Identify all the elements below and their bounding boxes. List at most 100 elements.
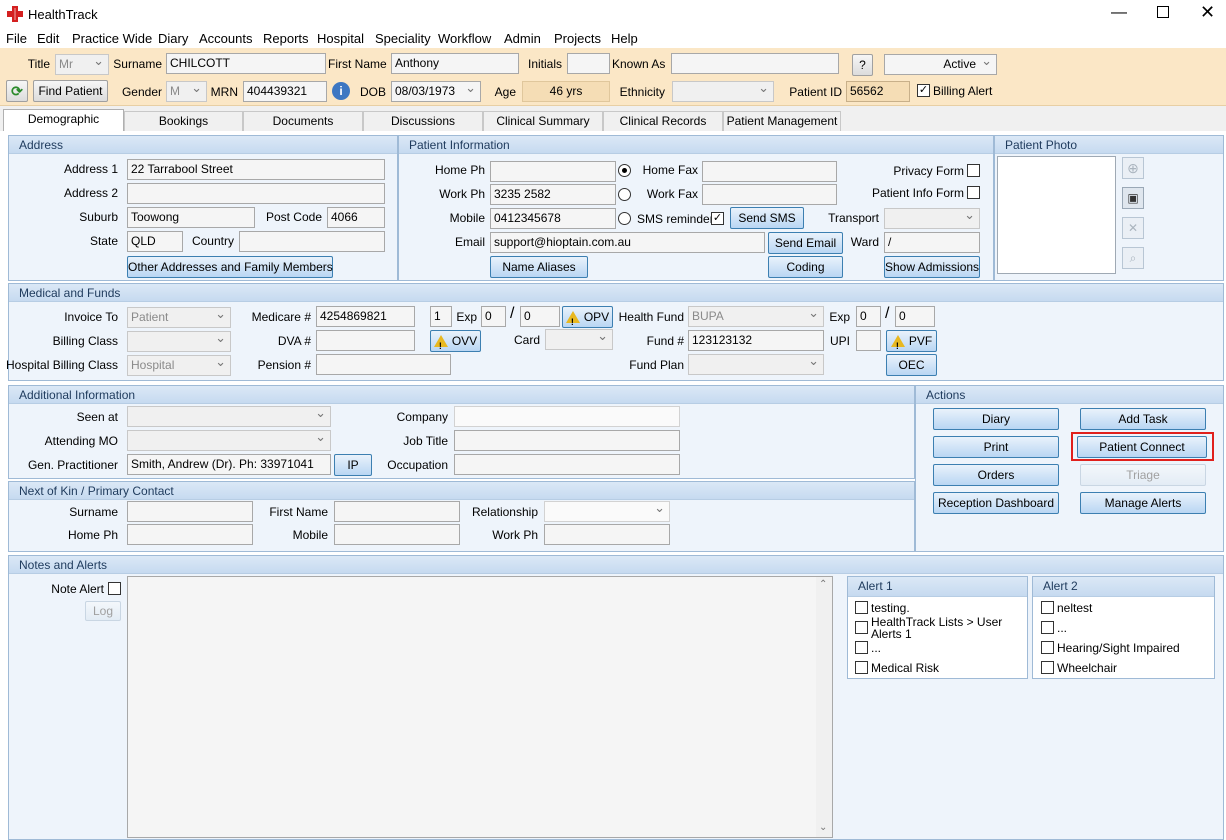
- mobile-input[interactable]: 0412345678: [490, 208, 616, 229]
- tab-clinical-records[interactable]: Clinical Records: [603, 111, 723, 131]
- work-ph-input[interactable]: 3235 2582: [490, 184, 616, 205]
- attending-mo-select[interactable]: [127, 430, 331, 451]
- mobile-radio[interactable]: [618, 212, 631, 225]
- email-input[interactable]: support@hioptain.com.au: [490, 232, 765, 253]
- ip-button[interactable]: IP: [334, 454, 372, 476]
- reception-dashboard-button[interactable]: Reception Dashboard: [933, 492, 1059, 514]
- job-title-input[interactable]: [454, 430, 680, 451]
- menu-edit[interactable]: Edit: [37, 31, 60, 46]
- postcode-input[interactable]: 4066: [327, 207, 385, 228]
- nok-work-ph-input[interactable]: [544, 524, 670, 545]
- medicare-input[interactable]: 4254869821: [316, 306, 415, 327]
- alert1-checkbox[interactable]: [855, 661, 868, 674]
- title-select[interactable]: Mr: [55, 54, 109, 75]
- menu-admin[interactable]: Admin: [504, 31, 541, 46]
- send-email-button[interactable]: Send Email: [768, 232, 843, 254]
- status-select[interactable]: Active: [884, 54, 997, 75]
- invoice-to-select[interactable]: Patient: [127, 307, 231, 328]
- health-fund-select[interactable]: BUPA: [688, 306, 824, 327]
- find-patient-button[interactable]: Find Patient: [33, 80, 108, 102]
- menu-speciality[interactable]: Speciality: [375, 31, 431, 46]
- occupation-input[interactable]: [454, 454, 680, 475]
- seen-at-select[interactable]: [127, 406, 331, 427]
- tab-patient-management[interactable]: Patient Management: [723, 111, 841, 131]
- menu-help[interactable]: Help: [611, 31, 638, 46]
- coding-button[interactable]: Coding: [768, 256, 843, 278]
- menu-reports[interactable]: Reports: [263, 31, 309, 46]
- fund-plan-select[interactable]: [688, 354, 824, 375]
- medicare-exp-year[interactable]: 0: [520, 306, 560, 327]
- home-fax-input[interactable]: [702, 161, 837, 182]
- country-input[interactable]: [239, 231, 385, 252]
- info-icon[interactable]: i: [332, 82, 350, 100]
- gp-input[interactable]: Smith, Andrew (Dr). Ph: 33971041: [127, 454, 331, 475]
- state-input[interactable]: QLD: [127, 231, 183, 252]
- mrn-input[interactable]: 404439321: [243, 81, 327, 102]
- surname-input[interactable]: CHILCOTT: [166, 53, 326, 74]
- oec-button[interactable]: OEC: [886, 354, 937, 376]
- menu-diary[interactable]: Diary: [158, 31, 189, 46]
- delete-photo-icon[interactable]: ✕: [1122, 217, 1144, 239]
- refresh-button[interactable]: ⟳: [6, 80, 28, 102]
- send-sms-button[interactable]: Send SMS: [730, 207, 804, 229]
- billing-class-select[interactable]: [127, 331, 231, 352]
- tab-bookings[interactable]: Bookings: [124, 111, 243, 131]
- work-fax-input[interactable]: [702, 184, 837, 205]
- fund-exp-year[interactable]: 0: [895, 306, 935, 327]
- medicare-irn-input[interactable]: 1: [430, 306, 452, 327]
- nok-surname-input[interactable]: [127, 501, 253, 522]
- notes-scrollbar[interactable]: [816, 577, 832, 837]
- dob-input[interactable]: 08/03/1973: [391, 81, 481, 102]
- menu-file[interactable]: File: [6, 31, 27, 46]
- minimize-icon[interactable]: —: [1111, 4, 1127, 21]
- gender-select[interactable]: M: [166, 81, 207, 102]
- note-alert-checkbox[interactable]: [108, 582, 121, 595]
- hospital-billing-class-select[interactable]: Hospital: [127, 355, 231, 376]
- manage-alerts-button[interactable]: Manage Alerts: [1080, 492, 1206, 514]
- help-button[interactable]: ?: [852, 54, 873, 76]
- company-input[interactable]: [454, 406, 680, 427]
- camera-icon[interactable]: ▣: [1122, 187, 1144, 209]
- alert1-checkbox[interactable]: [855, 601, 868, 614]
- zoom-photo-icon[interactable]: ⌕: [1122, 247, 1144, 269]
- tab-demographic[interactable]: Demographic: [3, 109, 124, 132]
- ward-input[interactable]: /: [884, 232, 980, 253]
- first-name-input[interactable]: Anthony: [391, 53, 519, 74]
- dva-input[interactable]: [316, 330, 415, 351]
- add-task-button[interactable]: Add Task: [1080, 408, 1206, 430]
- show-admissions-button[interactable]: Show Admissions: [884, 256, 980, 278]
- menu-projects[interactable]: Projects: [554, 31, 601, 46]
- menu-hospital[interactable]: Hospital: [317, 31, 364, 46]
- notes-textarea[interactable]: [127, 576, 833, 838]
- menu-accounts[interactable]: Accounts: [199, 31, 253, 46]
- known-as-input[interactable]: [671, 53, 839, 74]
- nok-mobile-input[interactable]: [334, 524, 460, 545]
- pvf-button[interactable]: PVF: [886, 330, 937, 356]
- nok-relationship-select[interactable]: [544, 501, 670, 522]
- orders-button[interactable]: Orders: [933, 464, 1059, 486]
- diary-button[interactable]: Diary: [933, 408, 1059, 430]
- tab-discussions[interactable]: Discussions: [363, 111, 483, 131]
- alert2-checkbox[interactable]: [1041, 641, 1054, 654]
- tab-documents[interactable]: Documents: [243, 111, 363, 131]
- home-ph-radio[interactable]: [618, 164, 631, 177]
- alert1-checkbox[interactable]: [855, 641, 868, 654]
- address2-input[interactable]: [127, 183, 385, 204]
- home-ph-input[interactable]: [490, 161, 616, 182]
- tab-clinical-summary[interactable]: Clinical Summary: [483, 111, 603, 131]
- alert2-checkbox[interactable]: [1041, 661, 1054, 674]
- fund-exp-month[interactable]: 0: [856, 306, 881, 327]
- nok-home-ph-input[interactable]: [127, 524, 253, 545]
- transport-select[interactable]: [884, 208, 980, 229]
- add-photo-icon[interactable]: ⊕: [1122, 157, 1144, 179]
- menu-practice-wide[interactable]: Practice Wide: [72, 31, 153, 46]
- menu-workflow[interactable]: Workflow: [438, 31, 492, 46]
- ovv-button[interactable]: OVV: [430, 330, 481, 356]
- alert2-checkbox[interactable]: [1041, 601, 1054, 614]
- patient-info-form-checkbox[interactable]: [967, 186, 980, 199]
- fund-number-input[interactable]: 123123132: [688, 330, 824, 351]
- other-addresses-button[interactable]: Other Addresses and Family Members: [127, 256, 333, 278]
- nok-first-name-input[interactable]: [334, 501, 460, 522]
- work-ph-radio[interactable]: [618, 188, 631, 201]
- scroll-up-icon[interactable]: ⌃: [819, 579, 828, 590]
